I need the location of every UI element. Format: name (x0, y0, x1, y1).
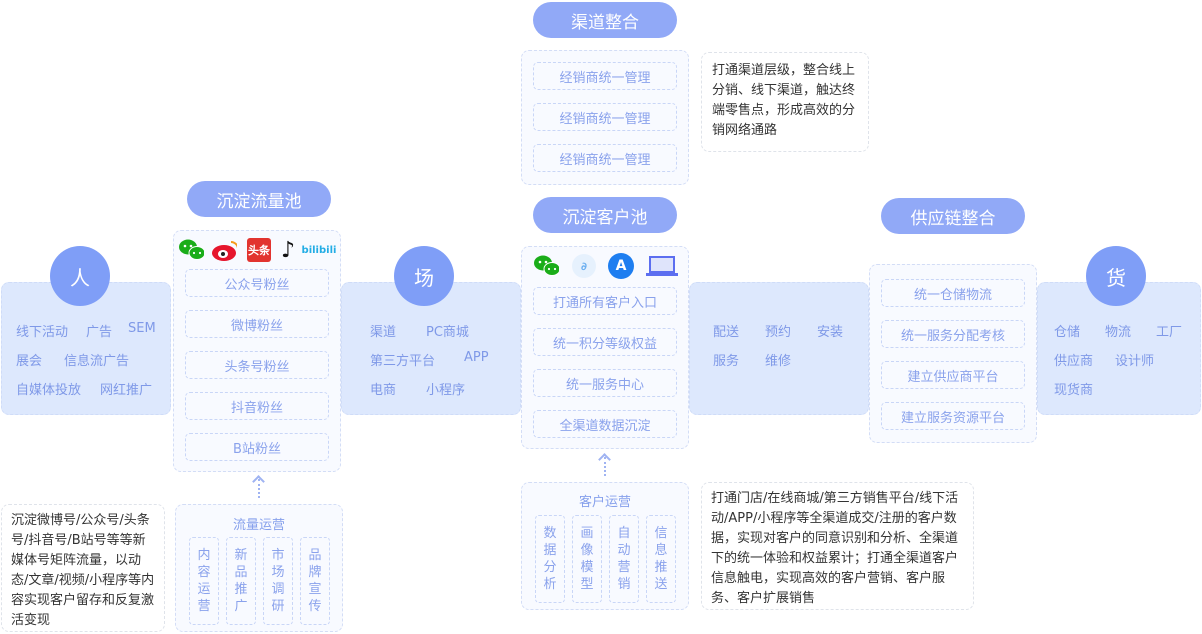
supply-chain-title: 供应链整合 (881, 198, 1025, 234)
customer-ops-item: 数据分析 (535, 515, 565, 603)
person-tag: 信息流广告 (64, 354, 130, 369)
customer-pool-item: 打通所有客户入口 (533, 287, 677, 315)
channel-note: 打通渠道层级，整合线上分销、线下渠道，触达终端零售点，形成高效的分销网络通路 (701, 52, 869, 152)
customer-ops-title: 客户运营 (578, 495, 631, 510)
person-tag: SEM (128, 321, 156, 336)
supply-item: 建立供应商平台 (881, 361, 1025, 389)
service-tag: 安装 (817, 325, 844, 340)
goods-tag: 物流 (1105, 325, 1132, 340)
bilibili-icon: bilibili (301, 244, 337, 256)
goods-tag: 设计师 (1115, 354, 1155, 369)
traffic-ops-item: 新品推广 (226, 537, 256, 625)
wechat-icon (178, 238, 204, 262)
person-tag: 自媒体投放 (16, 383, 82, 398)
channel-integration-title: 渠道整合 (533, 2, 677, 38)
traffic-pool-item: 公众号粉丝 (185, 269, 329, 297)
customer-pool-item: 全渠道数据沉淀 (533, 410, 677, 438)
person-tag: 线下活动 (16, 325, 69, 340)
arrow-up-icon (258, 479, 260, 498)
customer-ops-item: 画像模型 (572, 515, 602, 603)
channel-item: 经销商统一管理 (533, 144, 677, 172)
service-tag: 配送 (713, 325, 740, 340)
place-tag: 电商 (370, 383, 397, 398)
place-tag: PC商城 (426, 325, 469, 340)
service-box (689, 282, 869, 415)
supply-item: 建立服务资源平台 (881, 402, 1025, 430)
traffic-pool-item: 微博粉丝 (185, 310, 329, 338)
wechat-icon (533, 254, 559, 278)
customer-ops-item: 信息推送 (646, 515, 676, 603)
person-tag: 广告 (86, 325, 113, 340)
customer-note: 打通门店/在线商城/第三方销售平台/线下活动/APP/小程序等全渠道成交/注册的… (701, 482, 974, 610)
traffic-ops-item: 内容运营 (189, 537, 219, 625)
place-tag: APP (464, 350, 489, 365)
person-tag: 展会 (16, 354, 43, 369)
customer-pool-title: 沉淀客户池 (533, 197, 677, 233)
channel-item: 经销商统一管理 (533, 62, 677, 90)
supply-item: 统一服务分配考核 (881, 320, 1025, 348)
app-store-icon: A (608, 253, 634, 279)
goods-tag: 现货商 (1054, 383, 1094, 398)
goods-tag: 工厂 (1156, 325, 1183, 340)
toutiao-icon: 头条 (247, 238, 271, 262)
place-circle: 场 (394, 246, 454, 306)
customer-pool-item: 统一积分等级权益 (533, 328, 677, 356)
service-tag: 预约 (765, 325, 792, 340)
traffic-ops-item: 市场调研 (263, 537, 293, 625)
mini-program-icon: ∂ (572, 254, 596, 278)
customer-pool-item: 统一服务中心 (533, 369, 677, 397)
traffic-pool-item: 头条号粉丝 (185, 351, 329, 379)
goods-tag: 供应商 (1054, 354, 1094, 369)
place-tag: 第三方平台 (370, 354, 436, 369)
place-tag: 渠道 (370, 325, 397, 340)
arrow-up-icon (604, 457, 606, 476)
service-tag: 服务 (713, 354, 740, 369)
person-circle: 人 (50, 246, 110, 306)
traffic-pool-item: B站粉丝 (185, 433, 329, 461)
customer-ops-item: 自动营销 (609, 515, 639, 603)
laptop-icon (645, 254, 679, 278)
traffic-ops-item: 品牌宣传 (300, 537, 330, 625)
weibo-icon (211, 238, 237, 262)
supply-item: 统一仓储物流 (881, 279, 1025, 307)
traffic-note: 沉淀微博号/公众号/头条号/抖音号/B站号等等新媒体号矩阵流量，以动态/文章/视… (1, 504, 165, 632)
traffic-pool-title: 沉淀流量池 (187, 181, 331, 217)
douyin-icon: ♪ (280, 237, 296, 263)
traffic-ops-title: 流量运营 (232, 518, 285, 533)
service-tag: 维修 (765, 354, 792, 369)
goods-circle: 货 (1086, 246, 1146, 306)
channel-item: 经销商统一管理 (533, 103, 677, 131)
person-tag: 网红推广 (100, 383, 153, 398)
goods-tag: 仓储 (1054, 325, 1081, 340)
traffic-pool-item: 抖音粉丝 (185, 392, 329, 420)
place-tag: 小程序 (426, 383, 466, 398)
